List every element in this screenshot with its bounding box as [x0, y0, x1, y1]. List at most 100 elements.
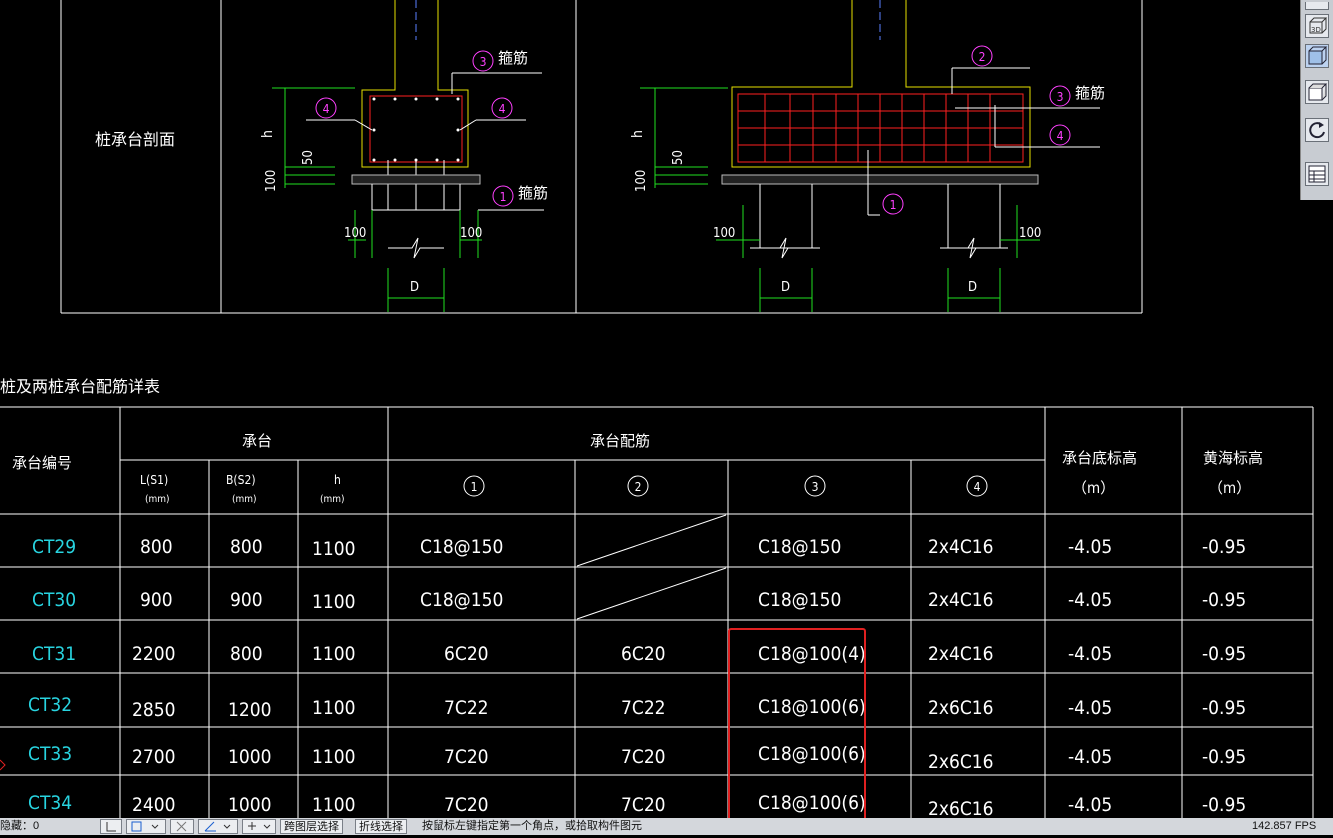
cell-r4: 2x4C16	[928, 589, 994, 611]
th-L-unit: (mm)	[145, 494, 170, 505]
cap-id-link[interactable]: CT32	[28, 694, 72, 716]
table-title: 桩及两桩承台配筋详表	[0, 377, 160, 396]
svg-text:2: 2	[635, 480, 642, 494]
stirrup-label-top-left: 箍筋	[498, 49, 528, 67]
th-L: L(S1)	[140, 473, 168, 487]
svg-text:4: 4	[499, 102, 506, 116]
cap-id-link[interactable]: CT29	[32, 536, 76, 558]
cell-elev: -4.05	[1068, 746, 1112, 768]
cell-h: 1100	[312, 643, 356, 665]
table-row[interactable]: CT29 800 800 1100 C18@150 C18@150 2x4C16…	[32, 536, 1246, 560]
th-ys-unit: （m）	[1208, 479, 1251, 497]
section-label: 桩承台剖面	[95, 130, 175, 149]
cross-layer-select-button[interactable]: 跨图层选择	[280, 819, 343, 834]
th-col-1: 1	[463, 475, 485, 497]
cell-L: 2400	[132, 794, 176, 816]
table-row[interactable]: CT32 2850 1200 1100 7C22 7C22 C18@100(6)…	[28, 694, 1246, 721]
cell-h: 1100	[312, 697, 356, 719]
callout-3-right: 3	[1049, 85, 1071, 107]
dim-100-right-b: 100	[1019, 226, 1041, 241]
box-3d-icon[interactable]: 3D	[1305, 14, 1329, 38]
svg-text:1: 1	[471, 480, 478, 494]
cell-r1: 7C20	[444, 794, 489, 816]
th-h: h	[334, 473, 341, 487]
callout-2-right: 2	[971, 45, 993, 67]
dim-100-right: 100	[634, 170, 649, 192]
orbit-icon[interactable]	[1305, 118, 1329, 142]
cell-elev: -4.05	[1068, 697, 1112, 719]
toolbar-top-stub[interactable]	[1305, 2, 1329, 10]
cap-id-link[interactable]: CT30	[32, 589, 76, 611]
table-row[interactable]: CT30 900 900 1100 C18@150 C18@150 2x4C16…	[32, 589, 1246, 613]
dim-D-left: D	[410, 280, 419, 295]
close-icon[interactable]	[170, 819, 194, 834]
table-row[interactable]: CT31 2200 800 1100 6C20 6C20 C18@100(4) …	[32, 643, 1246, 665]
dim-100-left-a: 100	[344, 226, 366, 241]
cell-r2: 7C20	[621, 746, 666, 768]
cell-B: 1000	[228, 746, 272, 768]
fps-readout: 142.857 FPS	[1252, 820, 1317, 832]
cell-h: 1100	[312, 794, 356, 816]
svg-text:1: 1	[890, 198, 897, 212]
cell-ys: -0.95	[1202, 643, 1246, 665]
command-prompt: 按鼠标左键指定第一个角点，或拾取构件图元	[422, 820, 642, 832]
cell-r1: C18@150	[420, 589, 503, 611]
cube-iso-icon[interactable]	[1305, 80, 1329, 104]
table-row[interactable]: CT33 2700 1000 1100 7C20 7C20 C18@100(6)…	[28, 743, 1246, 773]
cell-r1: C18@150	[420, 536, 503, 558]
th-h-unit: (mm)	[320, 494, 345, 505]
th-bottom-elev: 承台底标高	[1062, 449, 1137, 467]
cell-ys: -0.95	[1202, 794, 1246, 816]
th-col-2: 2	[627, 475, 649, 497]
cell-r4: 2x6C16	[928, 751, 994, 773]
cap-id-link[interactable]: CT31	[32, 643, 76, 665]
view-grid-icon[interactable]	[1305, 162, 1329, 186]
plus-dropdown[interactable]	[242, 819, 276, 834]
cell-r1: 7C20	[444, 746, 489, 768]
cell-L: 800	[140, 536, 173, 558]
angle-dropdown[interactable]	[198, 819, 238, 834]
polyline-select-button[interactable]: 折线选择	[355, 819, 407, 834]
callout-3-left: 3	[472, 50, 494, 72]
svg-text:3: 3	[812, 480, 819, 494]
edge-marker	[0, 759, 6, 771]
table-grid	[0, 406, 1314, 818]
cell-elev: -4.05	[1068, 589, 1112, 611]
cell-r3: C18@100(6)	[758, 696, 866, 718]
cell-h: 1100	[312, 591, 356, 613]
cell-r1: 7C22	[444, 697, 489, 719]
snap-dropdown[interactable]	[126, 819, 166, 834]
th-col-4: 4	[966, 475, 988, 497]
cell-elev: -4.05	[1068, 794, 1112, 816]
th-reinf: 承台配筋	[590, 432, 650, 450]
hidden-count: 隐藏：0	[0, 820, 40, 832]
cell-r4: 2x6C16	[928, 697, 994, 719]
cap-id-link[interactable]: CT34	[28, 792, 72, 814]
cell-ys: -0.95	[1202, 536, 1246, 558]
cell-r4: 2x6C16	[928, 798, 994, 820]
cell-r2: 7C22	[621, 697, 666, 719]
cell-r3: C18@100(4)	[758, 643, 866, 665]
svg-text:2: 2	[979, 50, 986, 64]
svg-text:4: 4	[974, 480, 981, 494]
dim-100-right-a: 100	[713, 226, 735, 241]
ortho-toggle[interactable]	[100, 819, 122, 834]
svg-text:3D: 3D	[1311, 26, 1321, 34]
table-row[interactable]: CT34 2400 1000 1100 7C20 7C20 C18@100(6)…	[28, 792, 1246, 820]
callout-4-right: 4	[1049, 124, 1071, 146]
cell-ys: -0.95	[1202, 697, 1246, 719]
cell-B: 800	[230, 643, 263, 665]
cube-front-icon[interactable]	[1305, 44, 1329, 68]
callout-1-right: 1	[882, 193, 904, 215]
detail-frame	[60, 0, 1143, 314]
cell-B: 1000	[228, 794, 272, 816]
dim-h-right: h	[630, 130, 646, 138]
cell-r3: C18@100(6)	[758, 743, 866, 765]
svg-text:4: 4	[323, 102, 330, 116]
cell-r2: 6C20	[621, 643, 666, 665]
cap-id-link[interactable]: CT33	[28, 743, 72, 765]
cell-L: 2200	[132, 643, 176, 665]
stirrup-label-bottom-left: 箍筋	[518, 184, 548, 202]
dim-50-left: 50	[301, 150, 316, 165]
